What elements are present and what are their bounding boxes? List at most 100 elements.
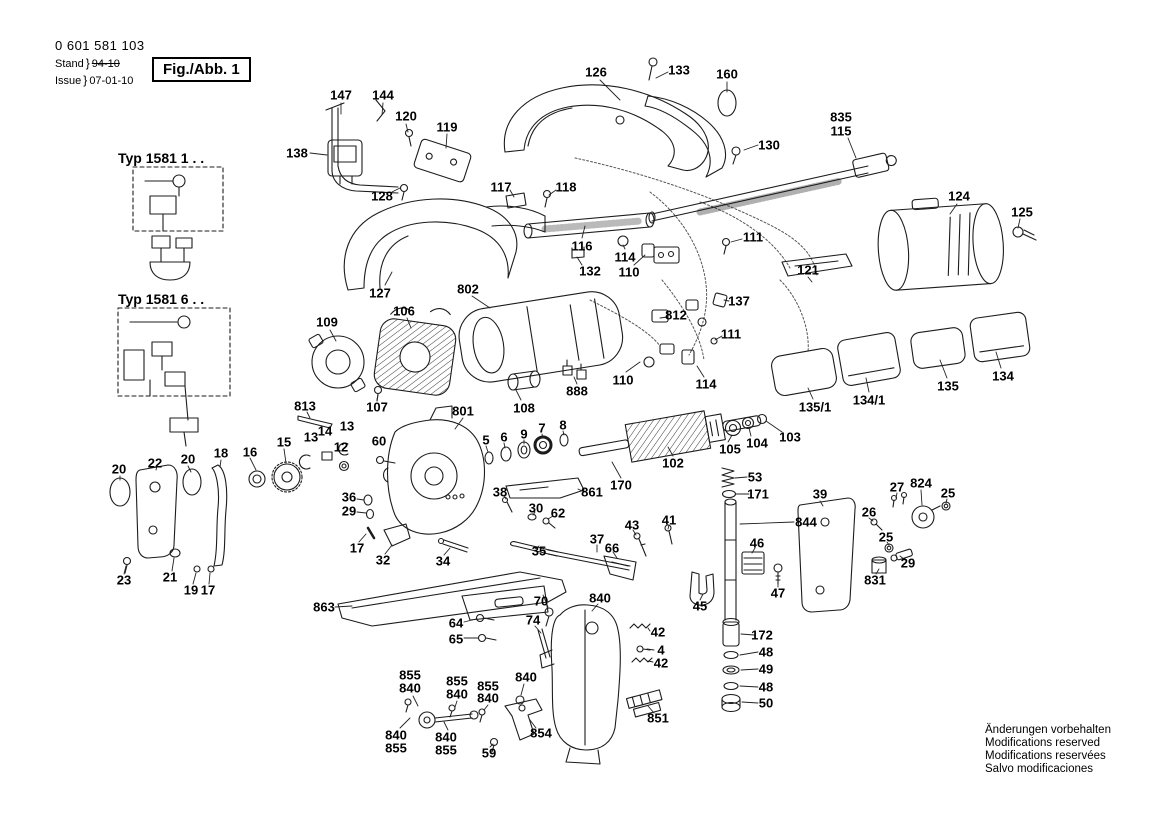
washer-29a <box>365 508 375 520</box>
part-label-47: 47 <box>770 585 786 601</box>
part-label-135-1: 135/1 <box>798 399 832 415</box>
part-label-114: 114 <box>614 249 636 265</box>
screw-133 <box>648 57 658 81</box>
part-label-831: 831 <box>864 572 886 588</box>
washer-104 <box>741 416 755 430</box>
part-label-50: 50 <box>758 695 774 711</box>
felt-108 <box>507 370 541 391</box>
issue-brace: } <box>83 73 88 87</box>
part-label-888: 888 <box>566 383 588 399</box>
washer-12 <box>338 460 350 472</box>
guide-block-46 <box>741 551 765 575</box>
part-label-134-1: 134/1 <box>852 392 886 408</box>
typ1-schematic <box>132 166 224 281</box>
washer-25b <box>884 543 894 553</box>
washer-21 <box>169 548 181 558</box>
part-label-171: 171 <box>747 486 769 502</box>
part-label-835: 835 <box>830 109 852 125</box>
part-label-105: 105 <box>719 441 741 457</box>
circlip-13b <box>338 442 349 456</box>
part-label-19: 19 <box>183 582 199 598</box>
clip-132 <box>571 246 585 259</box>
stand-brace: } <box>85 56 90 70</box>
bushing-831 <box>871 556 887 574</box>
plate-32 <box>383 523 411 547</box>
part-label-116: 116 <box>571 238 593 254</box>
part-label-27: 27 <box>889 479 905 495</box>
plunger-844 <box>724 498 737 621</box>
issue-value: 07-01-10 <box>89 75 134 87</box>
part-label-18: 18 <box>213 445 229 461</box>
clip-117 <box>505 192 527 209</box>
part-label-130: 130 <box>758 137 780 153</box>
part-label-70: 70 <box>533 593 549 609</box>
ring-20a <box>109 477 131 507</box>
switch-block <box>653 246 680 264</box>
part-label-39: 39 <box>812 486 828 502</box>
stand-label: Stand <box>55 58 84 70</box>
part-label-60: 60 <box>371 433 387 449</box>
screw-111-top <box>721 237 731 255</box>
washer-17b <box>207 565 215 573</box>
part-label-855: 855 <box>435 742 457 758</box>
type-label-1581-1: Typ 1581 1 . . <box>118 150 205 166</box>
wire-guard-frame <box>325 99 409 201</box>
part-label-147: 147 <box>330 87 352 103</box>
cover-135-1 <box>771 347 837 397</box>
cover-160 <box>717 89 737 117</box>
washer-103 <box>756 413 768 425</box>
washer-6 <box>500 446 512 462</box>
motor-tube-802 <box>458 291 624 383</box>
leader-lines <box>119 71 1021 748</box>
part-label-29: 29 <box>341 503 357 519</box>
wiring-harness <box>574 157 818 361</box>
part-label-801: 801 <box>452 403 474 419</box>
part-label-36: 36 <box>341 489 357 505</box>
clamp-851 <box>625 689 663 718</box>
switch-138 <box>327 139 363 185</box>
part-label-802: 802 <box>457 281 479 297</box>
part-label-125: 125 <box>1011 204 1033 220</box>
housing-840 <box>539 604 621 765</box>
bracket-854 <box>504 698 543 741</box>
figure-label-box: Fig./Abb. 1 <box>152 57 251 82</box>
part-label-840: 840 <box>399 680 421 696</box>
part-label-66: 66 <box>604 540 620 556</box>
part-label-17: 17 <box>200 582 216 598</box>
baseplate-863 <box>337 571 567 627</box>
spring-53 <box>721 467 735 488</box>
part-label-824: 824 <box>910 475 932 491</box>
part-label-25: 25 <box>878 529 894 545</box>
stator-106 <box>373 307 457 396</box>
part-label-23: 23 <box>116 572 132 588</box>
part-label-104: 104 <box>746 435 768 451</box>
plate-39 <box>797 497 856 613</box>
part-label-53: 53 <box>747 469 763 485</box>
notice-en: Modifications reserved <box>985 737 1101 749</box>
handle-shell <box>503 84 726 178</box>
screw-65 <box>477 633 497 643</box>
bracket-109 <box>308 333 366 393</box>
part-label-115: 115 <box>830 123 852 139</box>
part-label-126: 126 <box>585 64 607 80</box>
screw-23 <box>122 556 132 574</box>
washer-5 <box>484 451 494 465</box>
part-label-13: 13 <box>339 418 355 434</box>
part-label-22: 22 <box>147 455 163 471</box>
part-label-65: 65 <box>448 631 464 647</box>
part-label-110: 110 <box>612 372 634 388</box>
screw-43 <box>633 532 647 557</box>
washer-48b <box>723 681 739 691</box>
strip-18 <box>211 464 228 567</box>
part-label-15: 15 <box>276 434 292 450</box>
motor-housing-124 <box>877 197 1004 291</box>
washer-19 <box>193 565 201 573</box>
part-label-135: 135 <box>937 378 959 394</box>
part-label-110: 110 <box>618 264 640 280</box>
part-label-32: 32 <box>375 552 391 568</box>
part-label-30: 30 <box>528 500 544 516</box>
screw-62 <box>542 517 556 529</box>
screw-130 <box>731 146 741 165</box>
part-label-855: 855 <box>399 667 421 683</box>
part-label-8: 8 <box>559 417 567 433</box>
